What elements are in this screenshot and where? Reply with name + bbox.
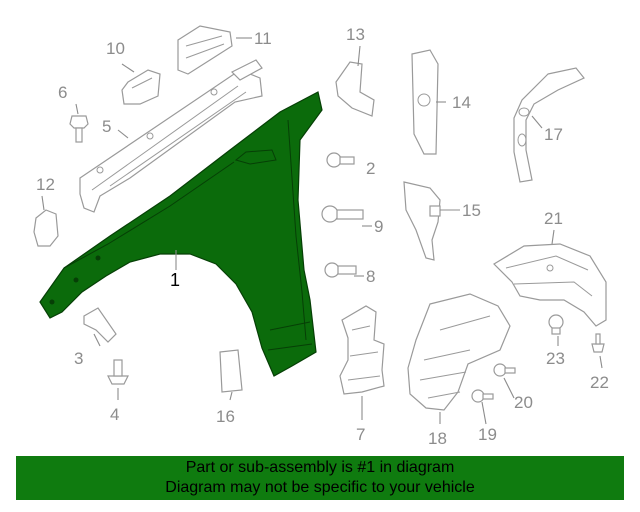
info-banner: Part or sub-assembly is #1 in diagram Di…: [16, 456, 624, 500]
part-14-panel[interactable]: [411, 49, 439, 155]
callout-2: 2: [366, 159, 375, 178]
callout-17: 17: [544, 125, 563, 144]
part-16-splash-shield[interactable]: [219, 349, 243, 393]
parts-diagram: 1 2 3 4 5 6 7 8 9 10 11 12 13 14 15 16 1…: [33, 25, 609, 448]
part-9-bolt[interactable]: [321, 205, 364, 223]
part-1-fender[interactable]: [39, 91, 323, 377]
callout-14: 14: [452, 93, 471, 112]
part-5-support-rail[interactable]: [79, 59, 263, 213]
callout-18: 18: [428, 429, 447, 448]
banner-line-1: Part or sub-assembly is #1 in diagram: [185, 459, 455, 476]
callout-7: 7: [356, 425, 365, 444]
callout-9: 9: [374, 217, 383, 236]
callout-20: 20: [514, 393, 533, 412]
callout-16: 16: [216, 407, 235, 426]
callout-6: 6: [58, 83, 67, 102]
part-4-fastener[interactable]: [107, 359, 129, 385]
part-7-bracket[interactable]: [339, 305, 385, 395]
callout-15: 15: [462, 201, 481, 220]
callout-1: 1: [170, 270, 180, 290]
leader-lines: [41, 37, 603, 425]
callout-10: 10: [106, 39, 125, 58]
part-10-bracket[interactable]: [121, 69, 161, 105]
part-11-bracket[interactable]: [177, 25, 233, 75]
part-21-wheel-liner-rear[interactable]: [493, 243, 607, 327]
callout-21: 21: [544, 209, 563, 228]
callout-22: 22: [590, 373, 609, 392]
callout-19: 19: [478, 425, 497, 444]
callout-4: 4: [110, 405, 119, 424]
banner-line-2: Diagram may not be specific to your vehi…: [165, 479, 475, 496]
part-17-brace[interactable]: [513, 67, 585, 183]
part-15-bracket[interactable]: [403, 181, 441, 261]
callout-13: 13: [346, 25, 365, 44]
part-20-screw[interactable]: [493, 363, 516, 377]
callout-23: 23: [546, 349, 565, 368]
part-3-clip-bracket[interactable]: [83, 307, 117, 343]
part-18-wheel-liner-front[interactable]: [407, 293, 511, 411]
callout-12: 12: [36, 175, 55, 194]
callout-5: 5: [102, 117, 111, 136]
callout-8: 8: [366, 267, 375, 286]
callout-11: 11: [254, 29, 272, 48]
part-22-fastener[interactable]: [591, 333, 605, 353]
part-12-bracket[interactable]: [33, 209, 59, 247]
part-2-bolt[interactable]: [326, 152, 355, 168]
part-8-bolt[interactable]: [324, 262, 357, 278]
callout-3: 3: [74, 349, 83, 368]
part-13-bracket[interactable]: [335, 61, 375, 117]
part-6-bolt[interactable]: [69, 115, 89, 143]
part-23-grommet[interactable]: [548, 314, 564, 335]
part-19-screw[interactable]: [471, 389, 494, 403]
